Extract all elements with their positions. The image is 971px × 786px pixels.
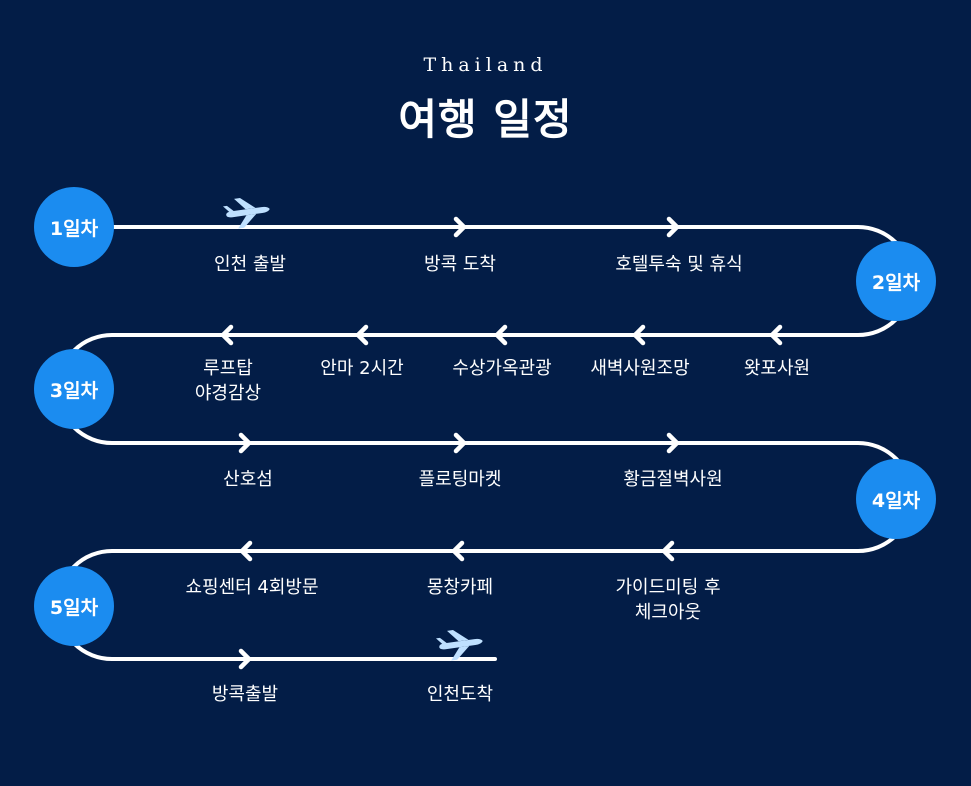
- stop-label: 황금절벽사원: [623, 469, 723, 490]
- chevron-icon: [632, 324, 646, 346]
- chevron-icon: [453, 432, 467, 454]
- page-title: 여행 일정: [398, 95, 573, 144]
- chevron-icon: [220, 324, 234, 346]
- stop-label: 쇼핑센터 4회방문: [185, 577, 319, 598]
- chevron-icon: [453, 216, 467, 238]
- stop-label: 가이드미팅 후 체크아웃: [615, 577, 721, 623]
- chevron-icon: [666, 432, 680, 454]
- day-badge-5: 5일차: [34, 566, 114, 646]
- day-badge-2: 2일차: [856, 241, 936, 321]
- day-badge-3: 3일차: [34, 349, 114, 429]
- stop-label: 인천도착: [426, 684, 494, 705]
- stop-label: 산호섬: [223, 469, 273, 490]
- stop-label: 루프탑 야경감상: [194, 358, 262, 404]
- chevron-icon: [238, 648, 252, 670]
- stop-label: 방콕출발: [211, 684, 279, 705]
- chevron-icon: [355, 324, 369, 346]
- stop-label: 안마 2시간: [320, 358, 404, 379]
- day-badge-4: 4일차: [856, 459, 936, 539]
- chevron-icon: [239, 540, 253, 562]
- stop-label: 새벽사원조망: [590, 358, 690, 379]
- stop-label: 호텔투숙 및 휴식: [615, 254, 743, 275]
- stop-label: 몽창카페: [426, 577, 494, 598]
- chevron-icon: [494, 324, 508, 346]
- stop-label: 수상가옥관광: [452, 358, 552, 379]
- airplane-icon: [222, 197, 270, 229]
- stop-label: 왓포사원: [743, 358, 811, 379]
- chevron-icon: [238, 432, 252, 454]
- chevron-icon: [666, 216, 680, 238]
- chevron-icon: [451, 540, 465, 562]
- stop-label: 플로팅마켓: [418, 469, 502, 490]
- airplane-icon: [435, 629, 483, 661]
- stop-label: 방콕 도착: [424, 254, 496, 275]
- chevron-icon: [661, 540, 675, 562]
- day-badge-1: 1일차: [34, 187, 114, 267]
- chevron-icon: [769, 324, 783, 346]
- stop-label: 인천 출발: [214, 254, 286, 275]
- subtitle: Thailand: [423, 54, 548, 76]
